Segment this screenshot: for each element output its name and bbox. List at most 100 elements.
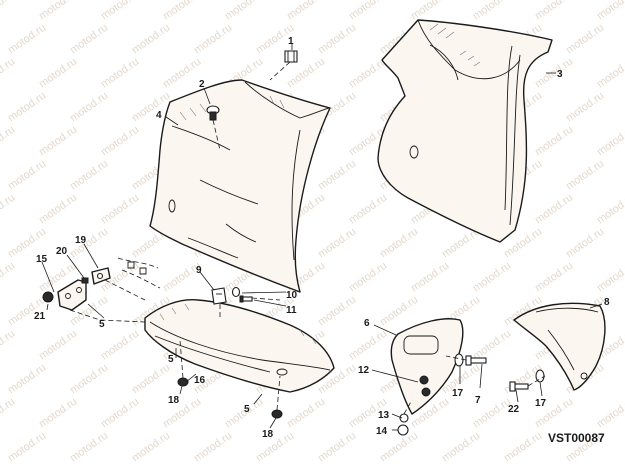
bolt-small bbox=[81, 277, 89, 284]
watermark-text: motod.ru bbox=[378, 226, 420, 261]
bolt bbox=[239, 295, 253, 303]
inner-fairing-panel bbox=[149, 79, 331, 293]
watermark-text: motod.ru bbox=[595, 124, 625, 159]
nut bbox=[42, 291, 54, 303]
callout-15: 15 bbox=[36, 254, 48, 265]
callout-14: 14 bbox=[376, 426, 388, 437]
callout-3: 3 bbox=[557, 69, 563, 80]
callout-19: 19 bbox=[75, 235, 87, 246]
watermark-text: motod.ru bbox=[347, 260, 389, 295]
watermark-text: motod.ru bbox=[564, 22, 606, 57]
callout-2: 2 bbox=[199, 79, 205, 90]
callout-10: 10 bbox=[286, 290, 298, 301]
watermark-text: motod.ru bbox=[285, 396, 327, 431]
watermark-text: motod.ru bbox=[37, 124, 79, 159]
watermark-text: motod.ru bbox=[533, 260, 575, 295]
watermark-text: motod.ru bbox=[347, 328, 389, 363]
watermark-text: motod.ru bbox=[0, 192, 17, 227]
watermark-text: motod.ru bbox=[68, 430, 110, 465]
callout-18-left: 18 bbox=[168, 395, 180, 406]
watermark-text: motod.ru bbox=[285, 0, 327, 22]
callout-9: 9 bbox=[196, 265, 202, 276]
callout-20: 20 bbox=[56, 246, 68, 257]
mounting-bracket bbox=[57, 267, 111, 311]
watermark-text: motod.ru bbox=[37, 328, 79, 363]
watermark-text: motod.ru bbox=[0, 0, 17, 22]
callout-12: 12 bbox=[358, 365, 370, 376]
watermark-text: motod.ru bbox=[471, 260, 513, 295]
callout-18-right: 18 bbox=[262, 429, 274, 440]
clip bbox=[284, 50, 298, 63]
watermark-text: motod.ru bbox=[564, 158, 606, 193]
assembly-lines bbox=[69, 61, 546, 415]
callout-22: 22 bbox=[508, 404, 520, 415]
watermark-text: motod.ru bbox=[316, 158, 358, 193]
callout-17-right: 17 bbox=[535, 398, 547, 409]
callout-21: 21 bbox=[34, 311, 46, 322]
callout-5-mid: 5 bbox=[168, 354, 174, 365]
callout-1: 1 bbox=[288, 36, 294, 47]
watermark-text: motod.ru bbox=[99, 0, 141, 22]
watermark-text: motod.ru bbox=[316, 226, 358, 261]
watermark-text: motod.ru bbox=[564, 90, 606, 125]
watermark-text: motod.ru bbox=[130, 22, 172, 57]
watermark-text: motod.ru bbox=[0, 56, 17, 91]
rubber-grommet-lower bbox=[271, 409, 283, 419]
watermark-text: motod.ru bbox=[6, 22, 48, 57]
watermark-text: motod.ru bbox=[347, 0, 389, 22]
watermark-text: motod.ru bbox=[595, 0, 625, 22]
watermark-text: motod.ru bbox=[192, 22, 234, 57]
watermark-text: motod.ru bbox=[254, 430, 296, 465]
callout-13: 13 bbox=[378, 410, 390, 421]
callout-5-left: 5 bbox=[99, 319, 105, 330]
watermark-text: motod.ru bbox=[316, 22, 358, 57]
watermark-text: motod.ru bbox=[99, 192, 141, 227]
watermark-text: motod.ru bbox=[0, 328, 17, 363]
watermark-text: motod.ru bbox=[6, 430, 48, 465]
watermark-text: motod.ru bbox=[37, 0, 79, 22]
watermark-text: motod.ru bbox=[130, 362, 172, 397]
lower-fairing-panel bbox=[144, 299, 335, 393]
watermark-text: motod.ru bbox=[68, 158, 110, 193]
callout-7: 7 bbox=[475, 395, 481, 406]
watermark-text: motod.ru bbox=[37, 192, 79, 227]
callout-6: 6 bbox=[364, 318, 370, 329]
watermark-text: motod.ru bbox=[409, 0, 451, 22]
reference-code: VST00087 bbox=[548, 431, 605, 445]
watermark-text: motod.ru bbox=[595, 260, 625, 295]
callout-8: 8 bbox=[604, 297, 610, 308]
watermark-text: motod.ru bbox=[161, 56, 203, 91]
watermark-text: motod.ru bbox=[0, 260, 17, 295]
callout-16: 16 bbox=[194, 375, 206, 386]
watermark-text: motod.ru bbox=[564, 226, 606, 261]
watermark-text: motod.ru bbox=[68, 362, 110, 397]
watermark-text: motod.ru bbox=[502, 430, 544, 465]
leader-lines bbox=[41, 44, 603, 431]
watermark-text: motod.ru bbox=[99, 124, 141, 159]
watermark-text: motod.ru bbox=[533, 124, 575, 159]
watermark-text: motod.ru bbox=[595, 192, 625, 227]
callout-labels: 1 2 3 4 5 5 5 6 7 8 9 10 11 12 13 14 15 … bbox=[34, 36, 610, 440]
push-rivet bbox=[206, 105, 220, 121]
callout-5-lower: 5 bbox=[244, 404, 250, 415]
watermark-text: motod.ru bbox=[6, 158, 48, 193]
watermark-text: motod.ru bbox=[347, 192, 389, 227]
center-bracket bbox=[211, 287, 227, 305]
watermark-text: motod.ru bbox=[6, 362, 48, 397]
washer bbox=[231, 286, 241, 298]
watermark-text: motod.ru bbox=[595, 396, 625, 431]
watermark-text: motod.ru bbox=[223, 0, 265, 22]
watermark-text: motod.ru bbox=[68, 90, 110, 125]
washer-6 bbox=[454, 353, 464, 367]
watermark-text: motod.ru bbox=[37, 396, 79, 431]
callout-4: 4 bbox=[156, 110, 162, 121]
watermark-text: motod.ru bbox=[99, 396, 141, 431]
watermark-text: motod.ru bbox=[99, 56, 141, 91]
watermark-text: motod.ru bbox=[68, 22, 110, 57]
watermark-text: motod.ru bbox=[6, 90, 48, 125]
screw-22 bbox=[509, 381, 529, 392]
side-cover-plate bbox=[390, 318, 464, 415]
